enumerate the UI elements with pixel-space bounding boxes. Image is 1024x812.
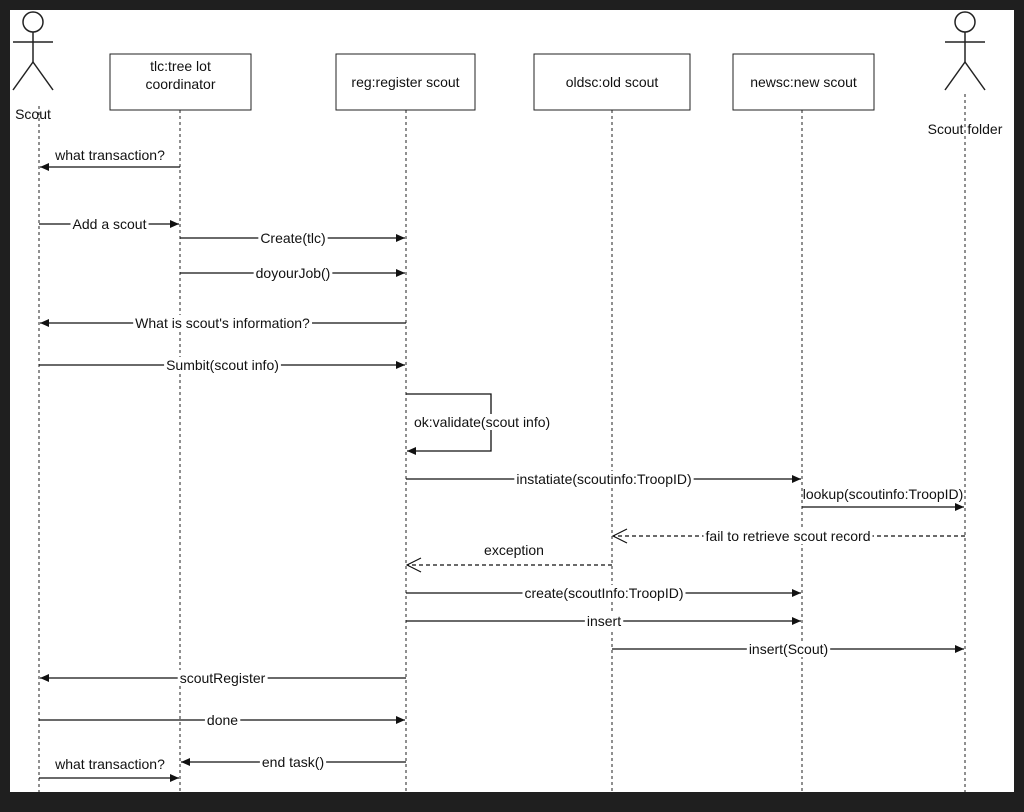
message-label: Sumbit(scout info) (166, 357, 279, 373)
participant-tlc: tlc:tree lot coordinator (109, 53, 252, 111)
actor-head (22, 11, 44, 33)
message-4: doyourJob() (180, 265, 405, 281)
message-label-background (584, 613, 624, 629)
message-label: create(scoutInfo:TroopID) (525, 585, 684, 601)
message-label: exception (484, 542, 544, 558)
message-1: what transaction? (40, 147, 180, 171)
actor-head (954, 11, 976, 33)
message-label: insert (587, 613, 621, 629)
message-label: insert(Scout) (749, 641, 828, 657)
message-15: scoutRegister (40, 670, 406, 686)
message-label: what transaction? (54, 147, 165, 163)
message-6: Sumbit(scout info) (39, 357, 405, 373)
message-9: lookup(scoutinfo:TroopID) (802, 486, 964, 511)
message-12: create(scoutInfo:TroopID) (406, 585, 801, 601)
participant-box (732, 53, 875, 111)
actor-scout: Scout (12, 11, 54, 122)
message-label: doyourJob() (256, 265, 331, 281)
message-label: ok:validate(scout info) (414, 414, 550, 430)
sequence-diagram-canvas: Scout tlc:tree lot coordinator reg:register… (10, 10, 1014, 792)
message-label-background (259, 754, 327, 770)
message-label: what transaction? (54, 756, 165, 772)
message-label: Create(tlc) (260, 230, 325, 246)
message-label-background (253, 265, 333, 281)
participant-label-reg: reg:register scout (351, 74, 459, 90)
message-10: fail to retrieve scout record (613, 528, 965, 544)
message-label-background (70, 216, 149, 232)
message-14: insert(Scout) (612, 641, 964, 657)
message-7: ok:validate(scout info) (406, 393, 553, 455)
actor-left-leg (12, 61, 34, 91)
participant-box (109, 53, 252, 111)
message-label: done (207, 712, 238, 728)
message-17: end task() (181, 754, 406, 770)
participant-label-oldsc: oldsc:old scout (566, 74, 659, 90)
participant-box (533, 53, 691, 111)
message-label-background (133, 315, 313, 331)
message-label-background (177, 670, 268, 686)
message-18: what transaction? (39, 756, 179, 782)
message-label-background (703, 528, 873, 544)
sequence-diagram: Scout tlc:tree lot coordinator reg:register… (12, 11, 1003, 792)
actor-folder: Scout folder (928, 11, 1003, 137)
participant-box (335, 53, 476, 111)
actor-right-leg (964, 61, 986, 91)
participant-label-tlc-2: coordinator (145, 76, 215, 92)
actor-label-folder: Scout folder (928, 121, 1003, 137)
message-label: fail to retrieve scout record (706, 528, 871, 544)
message-label-background (522, 585, 686, 601)
participant-label-newsc: newsc:new scout (750, 74, 857, 90)
message-2: Add a scout (39, 216, 179, 232)
participant-reg: reg:register scout (335, 53, 476, 111)
message-label: lookup(scoutinfo:TroopID) (803, 486, 964, 502)
actor-left-leg (944, 61, 966, 91)
message-label-background (204, 712, 241, 728)
message-label-background (412, 414, 553, 430)
message-label: scoutRegister (180, 670, 266, 686)
message-5: What is scout's information? (40, 315, 406, 331)
participant-label-tlc-1: tlc:tree lot (150, 58, 211, 74)
message-label: end task() (262, 754, 324, 770)
message-label: Add a scout (73, 216, 147, 232)
message-label: What is scout's information? (135, 315, 310, 331)
message-16: done (39, 712, 405, 728)
message-8: instatiate(scoutinfo:TroopID) (406, 471, 801, 487)
participant-newsc: newsc:new scout (732, 53, 875, 111)
message-label-background (258, 230, 328, 246)
message-label-background (746, 641, 831, 657)
actor-label-scout: Scout (15, 106, 51, 122)
message-label: instatiate(scoutinfo:TroopID) (516, 471, 691, 487)
message-11: exception (407, 542, 612, 565)
actor-right-leg (32, 61, 54, 91)
message-3: Create(tlc) (180, 230, 405, 246)
message-13: insert (406, 613, 801, 629)
message-label-background (514, 471, 694, 487)
message-label-background (164, 357, 281, 373)
participant-oldsc: oldsc:old scout (533, 53, 691, 111)
